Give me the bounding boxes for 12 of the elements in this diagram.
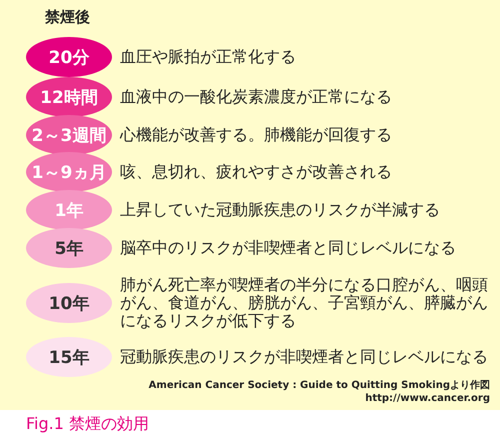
effect-text: 咳、息切れ、疲れやすさが改善される xyxy=(120,163,393,181)
effect-text: 血圧や脈拍が正常化する xyxy=(120,48,297,66)
effect-text: 肺がん死亡率が喫煙者の半分になる口腔がん、咽頭がん、食道がん、膀胱がん、子宮頸がん、膵臓がんになるリスクが低下する xyxy=(120,276,489,330)
effect-text: 冠動脈疾患のリスクが非喫煙者と同じレベルになる xyxy=(120,348,489,366)
effect-text: 脳卒中のリスクが非喫煙者と同じレベルになる xyxy=(120,239,457,257)
effect-text: 血液中の一酸化炭素濃度が正常になる xyxy=(120,88,393,106)
source-note: American Cancer Society : Guide to Quitting Smokingより作図 xyxy=(148,378,490,392)
effect-text: 心機能が改善する。肺機能が回復する xyxy=(120,126,393,144)
caption: Fig.1 禁煙の効用 xyxy=(26,414,149,435)
heading: 禁煙後 xyxy=(45,8,90,27)
effect-text: 上昇していた冠動脈疾患のリスクが半減する xyxy=(120,201,441,219)
source-url: http://www.cancer.org xyxy=(365,393,490,404)
